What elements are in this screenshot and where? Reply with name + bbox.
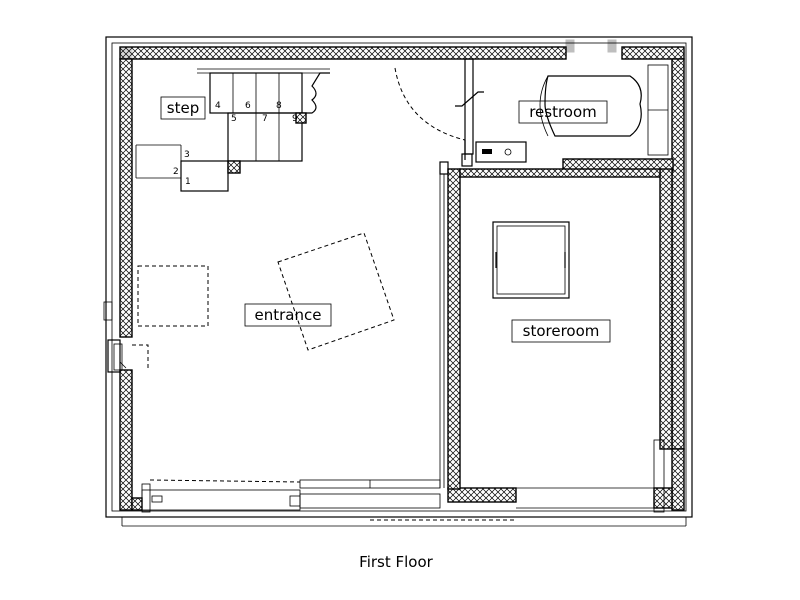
side-door (103, 301, 149, 373)
entrance-door (394, 67, 473, 175)
svg-text:restroom: restroom (529, 103, 597, 121)
room-label-storeroom: storeroom (511, 319, 611, 343)
step-number: 2 (173, 167, 179, 177)
svg-text:entrance: entrance (255, 306, 322, 324)
restroom-fixtures (455, 64, 669, 163)
step-number: 3 (184, 150, 190, 160)
step-number: 9 (292, 114, 298, 124)
room-label-entrance: entrance (244, 303, 332, 327)
plan-caption: First Floor (359, 553, 433, 571)
step-number: 8 (276, 101, 282, 111)
step-number: 4 (215, 101, 221, 111)
outer-boundary (105, 36, 693, 527)
room-label-step: step (160, 96, 206, 120)
partition (439, 174, 445, 488)
step-number: 6 (245, 101, 251, 111)
step-number: 5 (231, 114, 237, 124)
storeroom-hatch (492, 221, 570, 299)
svg-text:storeroom: storeroom (523, 322, 600, 340)
bottom-frames (141, 439, 672, 521)
step-number: 7 (262, 114, 268, 124)
step-number: 1 (185, 177, 191, 187)
exterior-walls (119, 39, 685, 511)
room-label-restroom: restroom (518, 100, 608, 124)
staircase: 1 2 3 4 5 6 7 8 9 (135, 68, 330, 192)
dashed-outlines (137, 232, 395, 483)
svg-text:step: step (167, 99, 199, 117)
